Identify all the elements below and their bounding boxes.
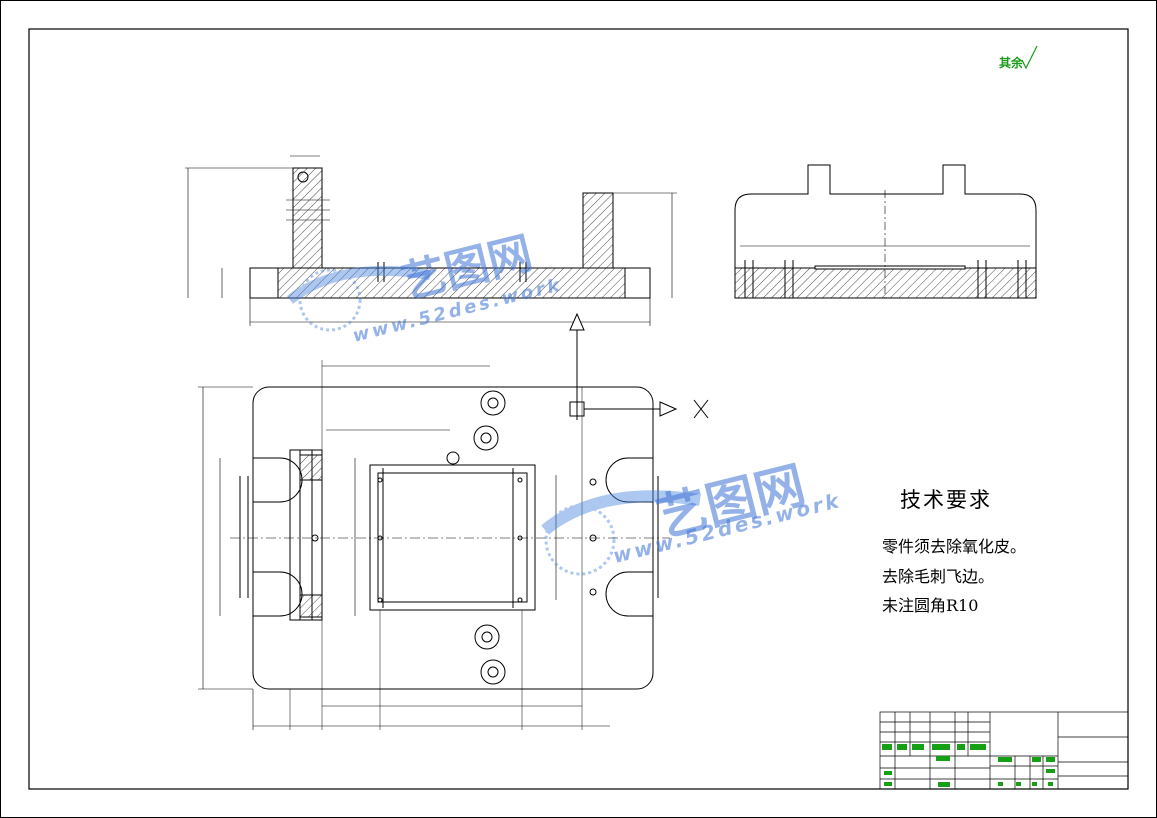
title-block-green-cells [882, 744, 1055, 787]
title-block [879, 711, 1129, 790]
plan-view [198, 360, 670, 730]
central-pocket [369, 464, 536, 611]
side-base-hatched [734, 267, 1037, 299]
front-base-plate [249, 267, 651, 299]
tech-requirement-2: 去除毛刺飞边。 [882, 567, 995, 586]
section-arrow [569, 312, 709, 420]
tech-requirement-1: 零件须去除氧化皮。 [882, 537, 1027, 556]
watermark-graphic [286, 265, 701, 576]
roughness-note: 其余 [999, 56, 1024, 70]
front-right-riser [582, 192, 614, 269]
side-view [734, 164, 1037, 299]
roughness-symbol [1021, 45, 1038, 70]
tech-requirement-3: 未注圆角R10 [882, 596, 979, 615]
tech-requirements-title: 技术要求 [900, 488, 992, 512]
front-view [185, 155, 677, 326]
front-left-riser [292, 167, 323, 269]
drawing-border [28, 28, 1129, 790]
